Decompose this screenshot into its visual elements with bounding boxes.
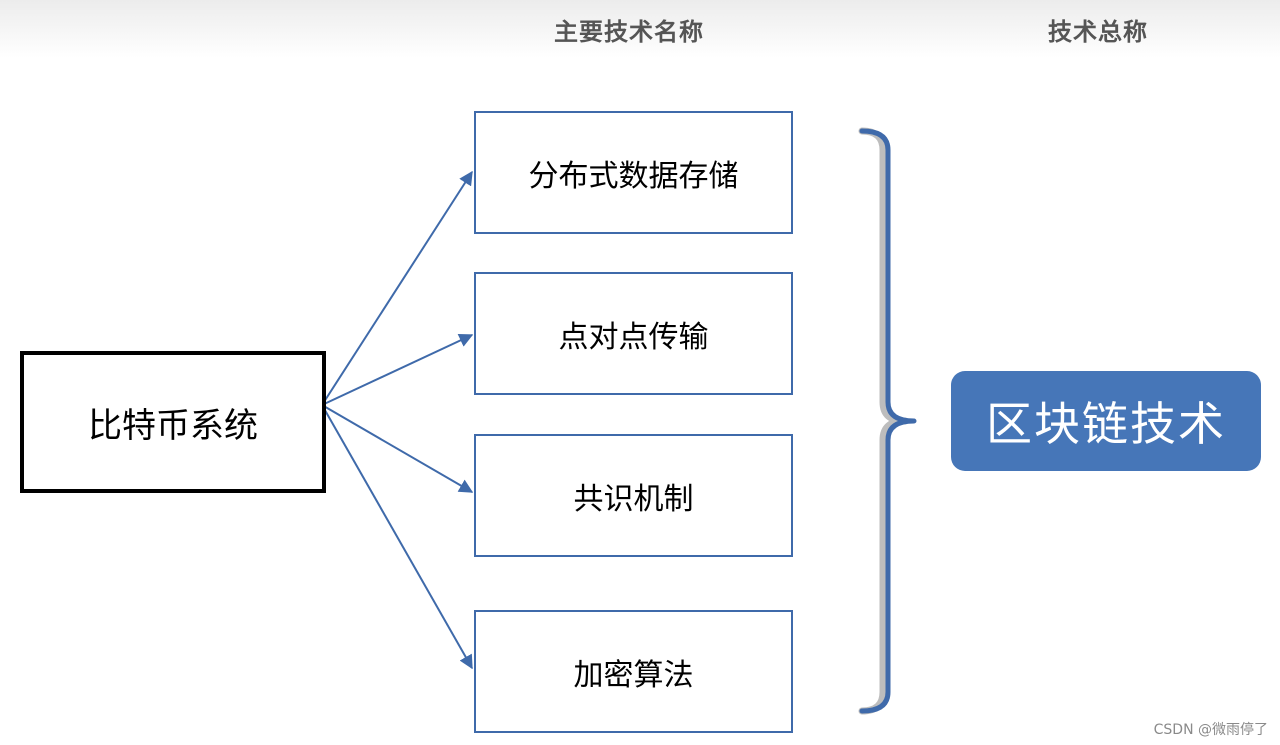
tech-label: 共识机制 [573,481,694,517]
watermark: CSDN @微雨停了 [1153,722,1268,738]
header-main-tech-names: 主要技术名称 [554,18,704,46]
tech-box-distributed-storage: 分布式数据存储 [474,111,793,234]
tech-box-consensus: 共识机制 [474,434,793,557]
tech-box-cryptography: 加密算法 [474,610,793,733]
arrow-to-consensus [321,404,474,493]
arrow-to-distributed-storage [321,170,473,406]
tech-label: 加密算法 [573,657,694,693]
arrow-to-cryptography [321,404,473,670]
source-label: 比特币系统 [88,405,258,446]
tech-label: 点对点传输 [558,319,709,355]
right-curly-brace [858,127,917,715]
tech-label: 分布式数据存储 [528,158,739,194]
header-band [0,0,1280,58]
header-tech-total: 技术总称 [1048,18,1148,46]
result-blockchain-box: 区块链技术 [951,371,1261,471]
source-bitcoin-system-box: 比特币系统 [20,351,326,493]
result-label: 区块链技术 [986,397,1226,451]
arrow-to-p2p-transmission [321,333,474,406]
tech-box-p2p-transmission: 点对点传输 [474,272,793,395]
